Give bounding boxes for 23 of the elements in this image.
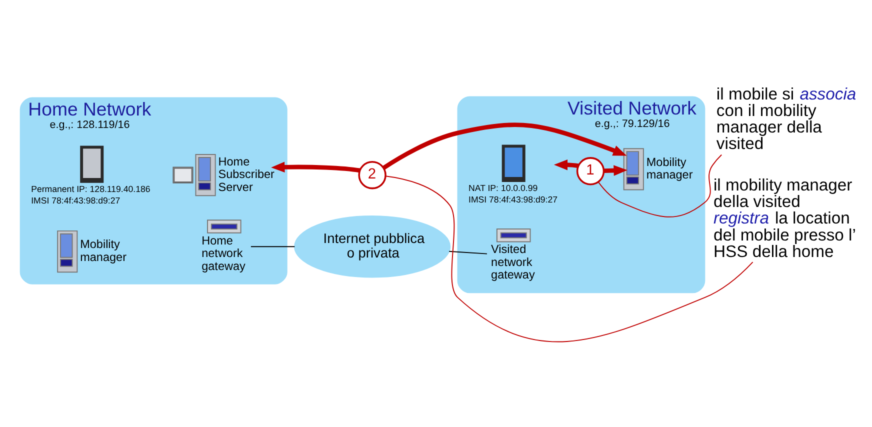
node-box [80,145,104,182]
node-text: il mobility manager della visited registra la location del mobile presso l’ HSS della home [714,174,856,261]
arrow [382,122,627,170]
node-box [502,144,526,182]
connector [250,246,296,247]
node-text: il mobile si associa con il mobility manager della visited [716,84,856,153]
arrow [271,161,360,172]
node-label: Visited network gateway [491,242,535,282]
node-label: IMSI 78:4f:43:98:d9:27 [31,195,120,206]
arrow [554,158,579,170]
node-label: Home Subscriber Server [218,154,274,194]
node-label: Permanent IP: 128.119.40.186 [31,183,150,194]
connector [598,154,722,217]
node-label: Mobility manager [646,155,693,182]
node-circle: 2 [358,160,386,189]
node-label: IMSI 78:4f:43:98:d9:27 [468,194,558,204]
node-circle: 1 [576,156,605,185]
node-label: NAT IP: 10.0.0.99 [468,182,538,192]
node-ellipse: Internet pubblica o privata [294,215,451,278]
node-label: Home network gateway [202,234,246,272]
connector [448,250,488,254]
arrow [604,164,628,176]
node-label: Mobility manager [80,238,126,264]
